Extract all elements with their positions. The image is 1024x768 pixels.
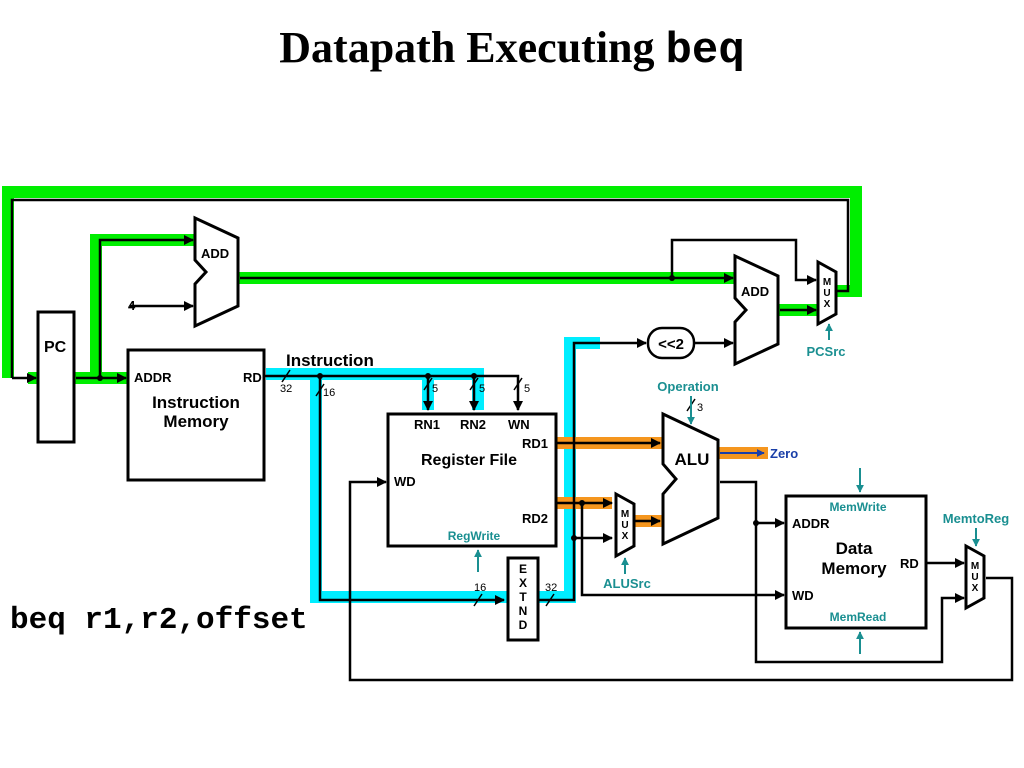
alu: ALU [661, 411, 720, 547]
dmem-rd-label: RD [900, 556, 919, 571]
imem-rd-label: RD [243, 370, 262, 385]
rf-wn-label: WN [508, 417, 530, 432]
dmem-name-line2: Memory [821, 559, 887, 578]
imem-name-line2: Memory [163, 412, 229, 431]
data-memory: MemWrite ADDR WD RD Data Memory MemRead [784, 494, 928, 630]
dmem-wd-label: WD [792, 588, 814, 603]
add-right-label: ADD [741, 284, 769, 299]
mux2-letter-m: M [621, 509, 629, 520]
shift-left-two: <<2 [646, 326, 696, 360]
pc-register: PC [36, 310, 76, 444]
memread-label: MemRead [830, 610, 887, 624]
width-instr: 32 [280, 383, 292, 395]
ext-letter-e: E [519, 562, 527, 576]
alusrc-mux: M U X [614, 491, 636, 559]
title-code: beq [665, 26, 745, 76]
width-rn1: 5 [432, 383, 438, 395]
mux3-letter-x: X [972, 583, 979, 594]
instruction-text: beq r1,r2,offset [10, 603, 308, 638]
width-ext-in: 16 [474, 582, 486, 594]
mux2-letter-u: U [621, 520, 628, 531]
shift-label: <<2 [658, 336, 684, 353]
alu-label: ALU [675, 450, 710, 469]
rf-rd2-label: RD2 [522, 511, 548, 526]
ext-letter-n: N [519, 604, 528, 618]
register-file: RN1 RN2 WN RD1 RD2 WD Register File RegW… [386, 412, 558, 548]
title-text: Datapath Executing [279, 23, 666, 72]
rf-rn1-label: RN1 [414, 417, 440, 432]
rf-name: Register File [421, 452, 517, 469]
mux1-letter-u: U [823, 288, 830, 299]
pcsrc-mux: M U X [816, 259, 838, 327]
const-four-label: 4 [128, 298, 136, 313]
regwrite-label: RegWrite [448, 529, 501, 543]
operation-label: Operation [657, 379, 718, 394]
width-imm: 16 [323, 387, 335, 399]
pc-adder: ADD [193, 215, 240, 329]
mux1-letter-m: M [823, 277, 831, 288]
rf-rd1-label: RD1 [522, 436, 548, 451]
slide-title: Datapath Executing beq [0, 22, 1024, 76]
pcsrc-label: PCSrc [806, 344, 845, 359]
sign-extend: E X T N D [506, 556, 540, 642]
branch-adder: ADD [733, 253, 780, 367]
width-op: 3 [697, 402, 703, 414]
mux3-letter-u: U [971, 572, 978, 583]
imem-name-line1: Instruction [152, 393, 240, 412]
memtoreg-mux: M U X [964, 543, 986, 611]
instruction-label: Instruction [286, 351, 374, 370]
ext-letter-t: T [519, 590, 527, 604]
mux2-letter-x: X [622, 531, 629, 542]
ext-letter-d: D [519, 618, 528, 632]
memwrite-label: MemWrite [829, 500, 886, 514]
alusrc-label: ALUSrc [603, 576, 651, 591]
dmem-name-line1: Data [836, 539, 873, 558]
bus-width-labels: 32 5 5 5 16 16 32 3 [280, 383, 703, 594]
dmem-addr-label: ADDR [792, 516, 830, 531]
ext-letter-x: X [519, 576, 527, 590]
width-rn2: 5 [479, 383, 485, 395]
pc-label: PC [44, 339, 67, 356]
wires [10, 198, 1014, 682]
imem-addr-label: ADDR [134, 370, 172, 385]
memtoreg-label: MemtoReg [943, 511, 1010, 526]
mux3-letter-m: M [971, 561, 979, 572]
zero-label: Zero [770, 446, 798, 461]
rf-wd-label: WD [394, 474, 416, 489]
junctions [97, 275, 759, 541]
width-wn: 5 [524, 383, 530, 395]
instruction-memory: ADDR RD Instruction Memory [126, 348, 266, 482]
rf-rn2-label: RN2 [460, 417, 486, 432]
add-top-label: ADD [201, 246, 229, 261]
mux1-letter-x: X [824, 299, 831, 310]
width-ext-out: 32 [545, 582, 557, 594]
